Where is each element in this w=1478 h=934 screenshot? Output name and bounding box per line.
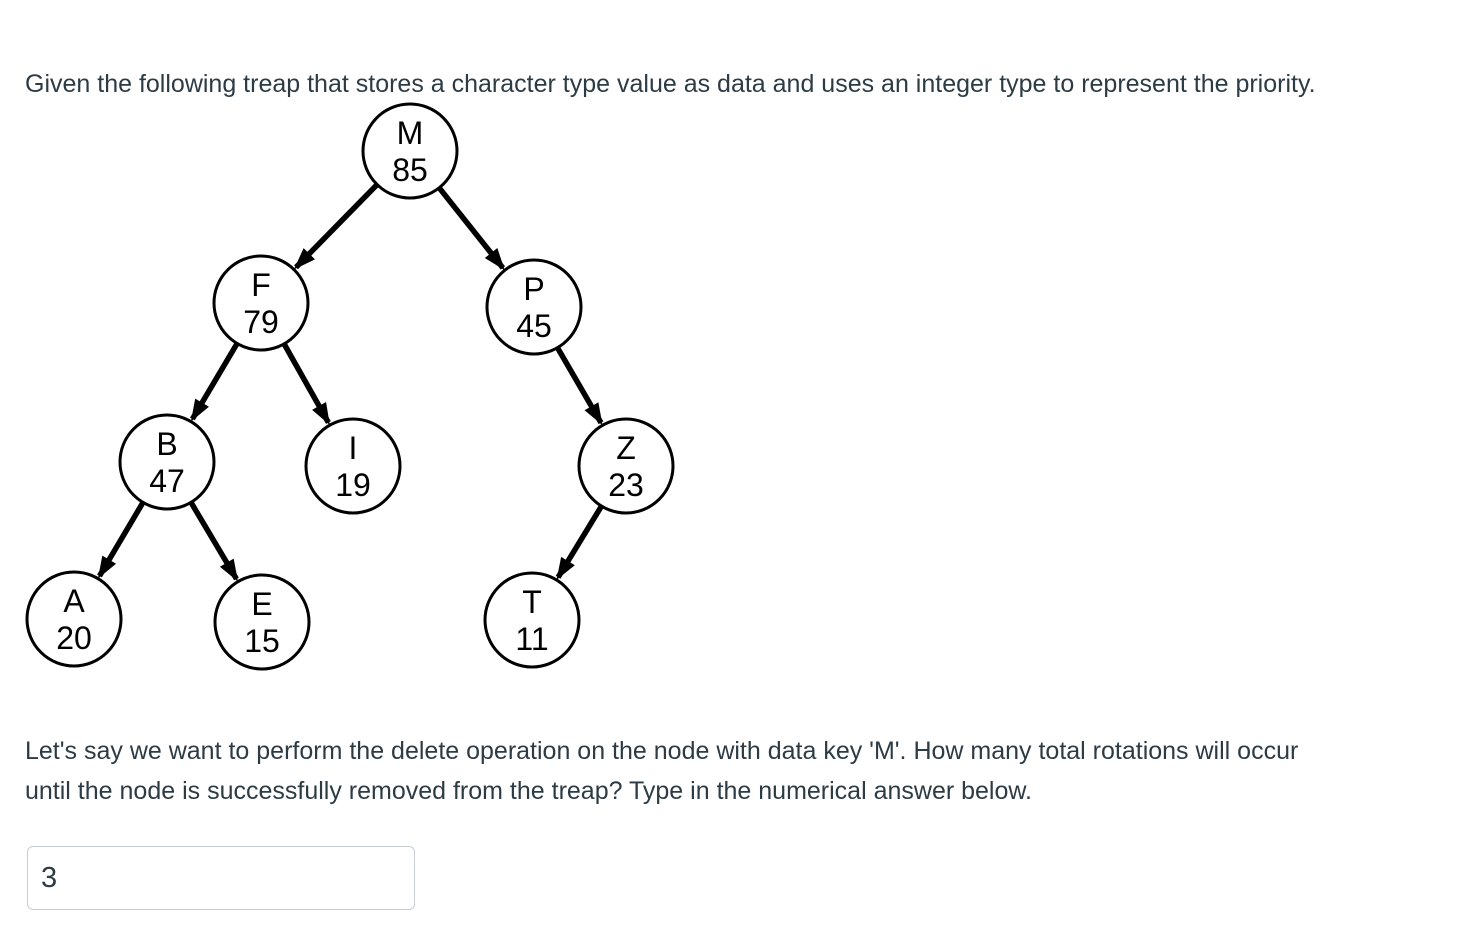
tree-edge-P-Z — [555, 346, 604, 426]
tree-node-circle-T — [483, 571, 581, 669]
tree-node-key-M: M — [397, 115, 424, 151]
tree-node-key-Z: Z — [616, 430, 636, 466]
tree-edge-F-B — [190, 342, 240, 422]
tree-node-priority-E: 15 — [244, 623, 280, 659]
tree-edge-B-E — [188, 500, 239, 582]
tree-node-circle-Z — [577, 417, 675, 515]
tree-node-key-E: E — [251, 586, 272, 622]
question-prompt-text: Let's say we want to perform the delete … — [25, 731, 1298, 811]
tree-edge-B-A — [97, 501, 146, 579]
tree-node-circle-P — [485, 258, 583, 356]
tree-node-circle-A — [25, 570, 123, 668]
tree-node-Z: Z23 — [577, 417, 675, 515]
tree-edge-M-F — [293, 182, 380, 270]
tree-edge-M-P — [437, 186, 506, 271]
tree-node-A: A20 — [25, 570, 123, 668]
tree-node-circle-M — [361, 102, 459, 200]
tree-node-M: M85 — [361, 102, 459, 200]
tree-node-circle-E — [213, 573, 311, 671]
tree-node-key-F: F — [251, 267, 271, 303]
tree-node-priority-A: 20 — [56, 620, 92, 656]
tree-node-E: E15 — [213, 573, 311, 671]
tree-node-circle-F — [212, 254, 310, 352]
tree-node-key-B: B — [156, 426, 177, 462]
tree-node-circle-I — [304, 417, 402, 515]
question-prompt-line2: until the node is successfully removed f… — [25, 777, 1033, 805]
tree-node-priority-Z: 23 — [608, 467, 644, 503]
question-prompt-line1: Let's say we want to perform the delete … — [25, 737, 1299, 765]
tree-node-key-T: T — [522, 584, 542, 620]
tree-node-key-A: A — [63, 583, 85, 619]
tree-edge-Z-T — [555, 504, 604, 580]
tree-node-I: I19 — [304, 417, 402, 515]
tree-edge-F-I — [281, 342, 331, 426]
tree-node-priority-T: 11 — [515, 621, 548, 657]
tree-node-priority-I: 19 — [335, 467, 371, 503]
tree-node-key-P: P — [523, 271, 544, 307]
tree-node-T: T11 — [483, 571, 581, 669]
tree-node-priority-B: 47 — [149, 463, 185, 499]
tree-node-F: F79 — [212, 254, 310, 352]
tree-node-priority-M: 85 — [392, 152, 428, 188]
treap-edges — [97, 182, 604, 582]
tree-node-key-I: I — [349, 430, 358, 466]
tree-node-circle-B — [118, 413, 216, 511]
tree-node-B: B47 — [118, 413, 216, 511]
question-intro-text: Given the following treap that stores a … — [25, 70, 1316, 98]
tree-node-P: P45 — [485, 258, 583, 356]
tree-node-priority-F: 79 — [243, 304, 279, 340]
tree-node-priority-P: 45 — [516, 308, 552, 344]
answer-input[interactable] — [27, 846, 415, 910]
